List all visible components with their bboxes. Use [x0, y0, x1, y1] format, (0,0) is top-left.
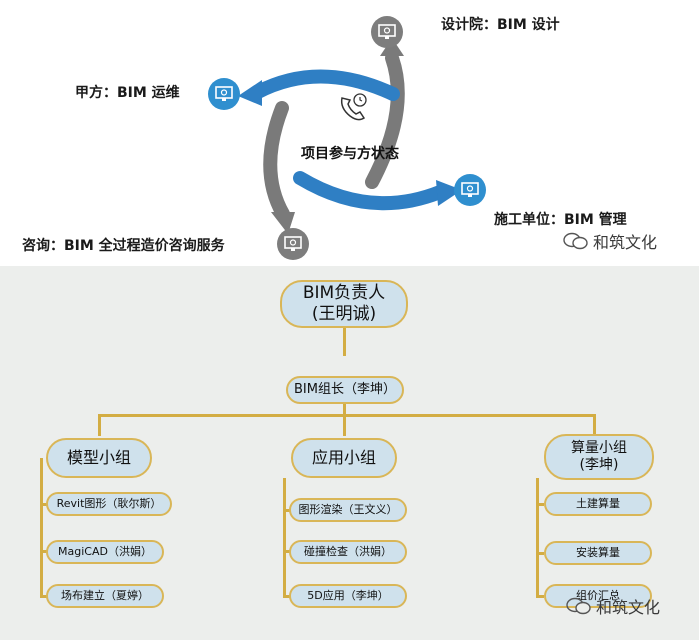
model-group-node: 模型小组: [46, 438, 152, 478]
org-chart: BIM负责人 (王明诚) BIM组长（李坤） 模型小组 应用小组 算量小组 (李…: [0, 266, 699, 640]
connector: [40, 458, 43, 598]
connector: [536, 552, 544, 555]
member-node: 安装算量: [544, 541, 652, 565]
construction-monitor-icon: [454, 174, 486, 206]
member-node: Revit图形（耿尔斯）: [46, 492, 172, 516]
center-label: 项目参与方状态: [301, 146, 399, 162]
connector: [593, 414, 596, 436]
wechat-logo-icon: [563, 232, 588, 250]
member-node: 组价汇总: [544, 584, 652, 608]
arrow-head-construction: [436, 180, 462, 206]
phone-clock-icon: [340, 93, 367, 121]
arrow-head-owner: [238, 80, 262, 106]
member-node: MagiCAD（洪娟）: [46, 540, 164, 564]
member-node: 5D应用（李坤）: [289, 584, 407, 608]
owner-monitor-icon: [208, 78, 240, 110]
wechat-logo-icon: [566, 597, 591, 615]
connector: [98, 414, 101, 436]
connector: [343, 322, 346, 356]
connector: [536, 478, 539, 598]
connector: [98, 414, 596, 417]
watermark-bottom: 和筑文化: [566, 594, 660, 618]
design-monitor-icon: [371, 16, 403, 48]
member-node: 土建算量: [544, 492, 652, 516]
construction-label: 施工单位：BIM 管理: [494, 212, 627, 228]
quantity-group-subtitle: (李坤): [579, 457, 619, 473]
arrow-to-consulting: [263, 101, 290, 221]
consulting-monitor-icon: [277, 228, 309, 260]
owner-label: 甲方：BIM 运维: [75, 85, 180, 101]
connector: [283, 478, 286, 598]
member-node: 图形渲染（王文义）: [289, 498, 407, 522]
quantity-group-title: 算量小组: [571, 439, 627, 456]
design-label: 设计院：BIM 设计: [441, 17, 560, 33]
watermark-text: 和筑文化: [593, 233, 658, 252]
connector: [536, 503, 544, 506]
connector: [40, 503, 48, 506]
connector: [343, 402, 346, 416]
bim-head-title: BIM负责人: [302, 282, 386, 303]
connector: [283, 595, 291, 598]
connector: [343, 414, 346, 436]
watermark-top: 和筑文化: [563, 229, 657, 253]
bim-head-node: BIM负责人 (王明诚): [280, 280, 408, 328]
application-group-node: 应用小组: [291, 438, 397, 478]
member-node: 碰撞检查（洪娟）: [289, 540, 407, 564]
bim-leader-node: BIM组长（李坤）: [286, 376, 404, 404]
connector: [283, 550, 291, 553]
consulting-label: 咨询：BIM 全过程造价咨询服务: [22, 238, 225, 254]
participants-cycle-diagram: 设计院：BIM 设计 甲方：BIM 运维 项目参与方状态 施工单位：BIM 管理…: [0, 0, 699, 266]
connector: [40, 550, 48, 553]
bim-head-name: (王明诚): [311, 304, 377, 324]
connector: [40, 595, 48, 598]
arrow-to-owner: [251, 69, 400, 101]
cycle-arrows: [238, 38, 462, 234]
arrow-to-design: [365, 51, 405, 189]
connector: [283, 509, 291, 512]
member-node: 场布建立（夏婷）: [46, 584, 164, 608]
connector: [536, 595, 544, 598]
quantity-group-node: 算量小组 (李坤): [544, 434, 654, 480]
arrow-to-construction: [293, 171, 447, 211]
watermark-text: 和筑文化: [596, 598, 661, 617]
